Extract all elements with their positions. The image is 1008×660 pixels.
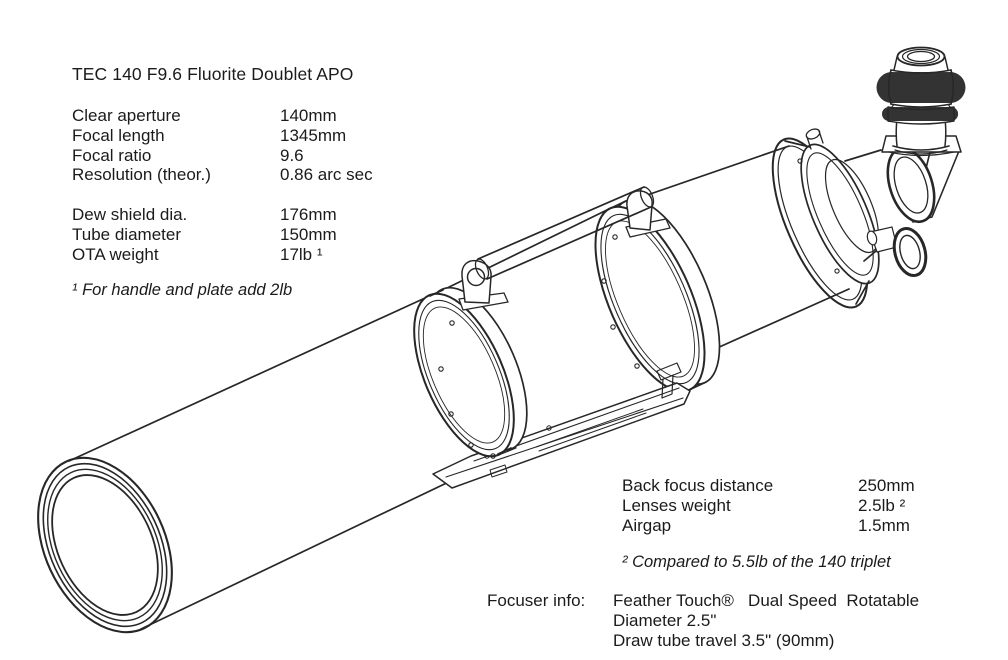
- rear-tube: [626, 145, 850, 358]
- focuser-info-line: Feather Touch® Dual Speed Rotatable: [613, 591, 920, 610]
- spec-label: Dew shield dia.: [72, 205, 188, 224]
- spec-row: Tube diameter 150mm: [72, 225, 337, 245]
- focuser-info-lines: Feather Touch® Dual Speed Rotatable Diam…: [613, 591, 919, 651]
- spec-value: 1.5mm: [858, 515, 910, 535]
- rear-specs-table: Back focus distance 250mm Lenses weight 2.…: [622, 476, 915, 535]
- carry-handle: [458, 186, 671, 311]
- spec-value: 250mm: [858, 476, 915, 495]
- spec-row: Resolution (theor.) 0.86 arc sec: [72, 165, 373, 185]
- spec-value: 0.86 arc sec: [280, 165, 373, 185]
- spec-value: 140mm: [280, 106, 337, 125]
- focuser-info-label: Focuser info:: [487, 591, 586, 610]
- spec-row: Airgap 1.5mm: [622, 516, 915, 536]
- mounting-plate: [432, 362, 691, 489]
- spec-row: Back focus distance 250mm: [622, 476, 915, 496]
- spec-value: 150mm: [280, 224, 337, 244]
- spec-label: Lenses weight: [622, 495, 731, 515]
- spec-row: OTA weight 17lb ¹: [72, 245, 337, 265]
- spec-label: Airgap: [622, 515, 672, 535]
- flange-thumbscrew: [805, 128, 824, 150]
- spec-label: Resolution (theor.): [72, 165, 211, 185]
- spec-row: Focal length 1345mm: [72, 126, 373, 146]
- optical-specs-table: Clear aperture 140mm Focal length 1345mm F…: [72, 106, 373, 185]
- spec-value: 9.6: [280, 145, 304, 165]
- rear-cell: [771, 128, 880, 309]
- spec-row: Clear aperture 140mm: [72, 106, 373, 126]
- focuser-info-line: Diameter 2.5": [613, 611, 717, 630]
- focuser-info-line: Draw tube travel 3.5" (90mm): [613, 631, 835, 650]
- spec-label: OTA weight: [72, 244, 159, 264]
- spec-label: Focal ratio: [72, 145, 152, 165]
- spec-row: Focal ratio 9.6: [72, 146, 373, 166]
- spec-label: Tube diameter: [72, 224, 181, 244]
- focuser-knob: [866, 226, 928, 278]
- spec-value: 17lb ¹: [280, 244, 323, 264]
- dew-shield: [37, 292, 502, 634]
- tube-ring-front: [413, 286, 528, 459]
- spec-row: Dew shield dia. 176mm: [72, 205, 337, 225]
- focuser-info: Focuser info: Feather Touch® Dual Speed …: [487, 591, 919, 651]
- spec-value: 176mm: [280, 205, 337, 224]
- spec-label: Clear aperture: [72, 106, 181, 125]
- spec-value: 1345mm: [280, 125, 347, 145]
- spec-value: 2.5lb ²: [858, 495, 906, 515]
- spec-row: Lenses weight 2.5lb ²: [622, 496, 915, 516]
- eyepiece: [876, 46, 966, 155]
- spec-label: Focal length: [72, 125, 165, 145]
- spec-label: Back focus distance: [622, 476, 774, 495]
- drawing-title: TEC 140 F9.6 Fluorite Doublet APO: [72, 64, 354, 84]
- footnote-weight: ¹ For handle and plate add 2lb: [72, 281, 293, 299]
- footnote-lenses: ² Compared to 5.5lb of the 140 triplet: [622, 553, 891, 571]
